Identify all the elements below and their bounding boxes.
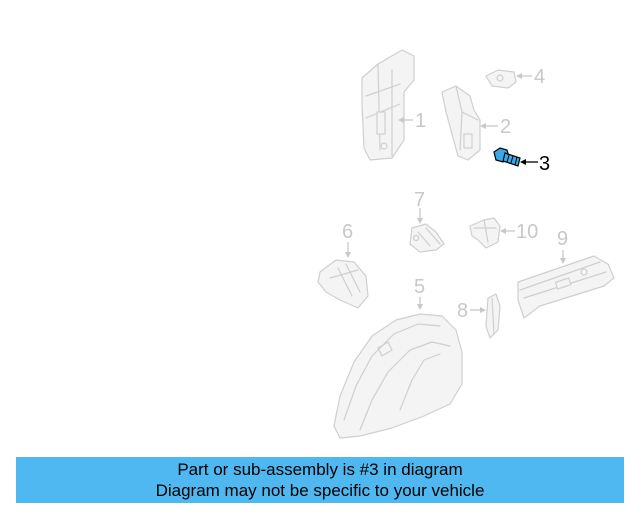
part-6-wheelhouse-piece xyxy=(317,259,369,309)
callout-3: 3 xyxy=(539,153,550,175)
callout-2: 2 xyxy=(500,116,511,138)
callout-10: 10 xyxy=(516,221,538,243)
callout-9: 9 xyxy=(557,228,568,250)
part-7-bracket xyxy=(409,223,445,253)
leader-7 xyxy=(417,208,423,224)
part-4-clip xyxy=(485,69,517,89)
part-8-brace xyxy=(485,293,501,339)
callout-6: 6 xyxy=(342,221,353,243)
info-banner: Part or sub-assembly is #3 in diagram Di… xyxy=(16,457,624,503)
part-3-bolt xyxy=(493,147,521,167)
leader-8 xyxy=(470,307,486,313)
callout-8: 8 xyxy=(457,300,468,322)
callout-7: 7 xyxy=(414,189,425,211)
leader-5 xyxy=(417,297,423,310)
part-1-bracket xyxy=(361,49,415,161)
callout-1: 1 xyxy=(415,110,426,132)
callout-5: 5 xyxy=(414,276,425,298)
leader-2 xyxy=(480,123,498,129)
parts-diagram: 1 2 4 3 7 xyxy=(317,49,615,439)
leader-9 xyxy=(560,250,566,264)
leader-6 xyxy=(345,242,351,258)
banner-line-disclaimer: Diagram may not be specific to your vehi… xyxy=(155,481,485,500)
part-5-inner-wheelhouse xyxy=(333,313,463,439)
leader-10 xyxy=(500,228,515,234)
part-2-bracket xyxy=(441,85,481,161)
leader-4 xyxy=(516,73,532,79)
part-10-bracket xyxy=(469,217,501,249)
leader-3 xyxy=(520,159,538,165)
banner-line-part-number: Part or sub-assembly is #3 in diagram xyxy=(177,460,463,479)
leader-1 xyxy=(398,117,413,123)
callout-4: 4 xyxy=(534,66,545,88)
part-9-rail xyxy=(517,255,615,319)
